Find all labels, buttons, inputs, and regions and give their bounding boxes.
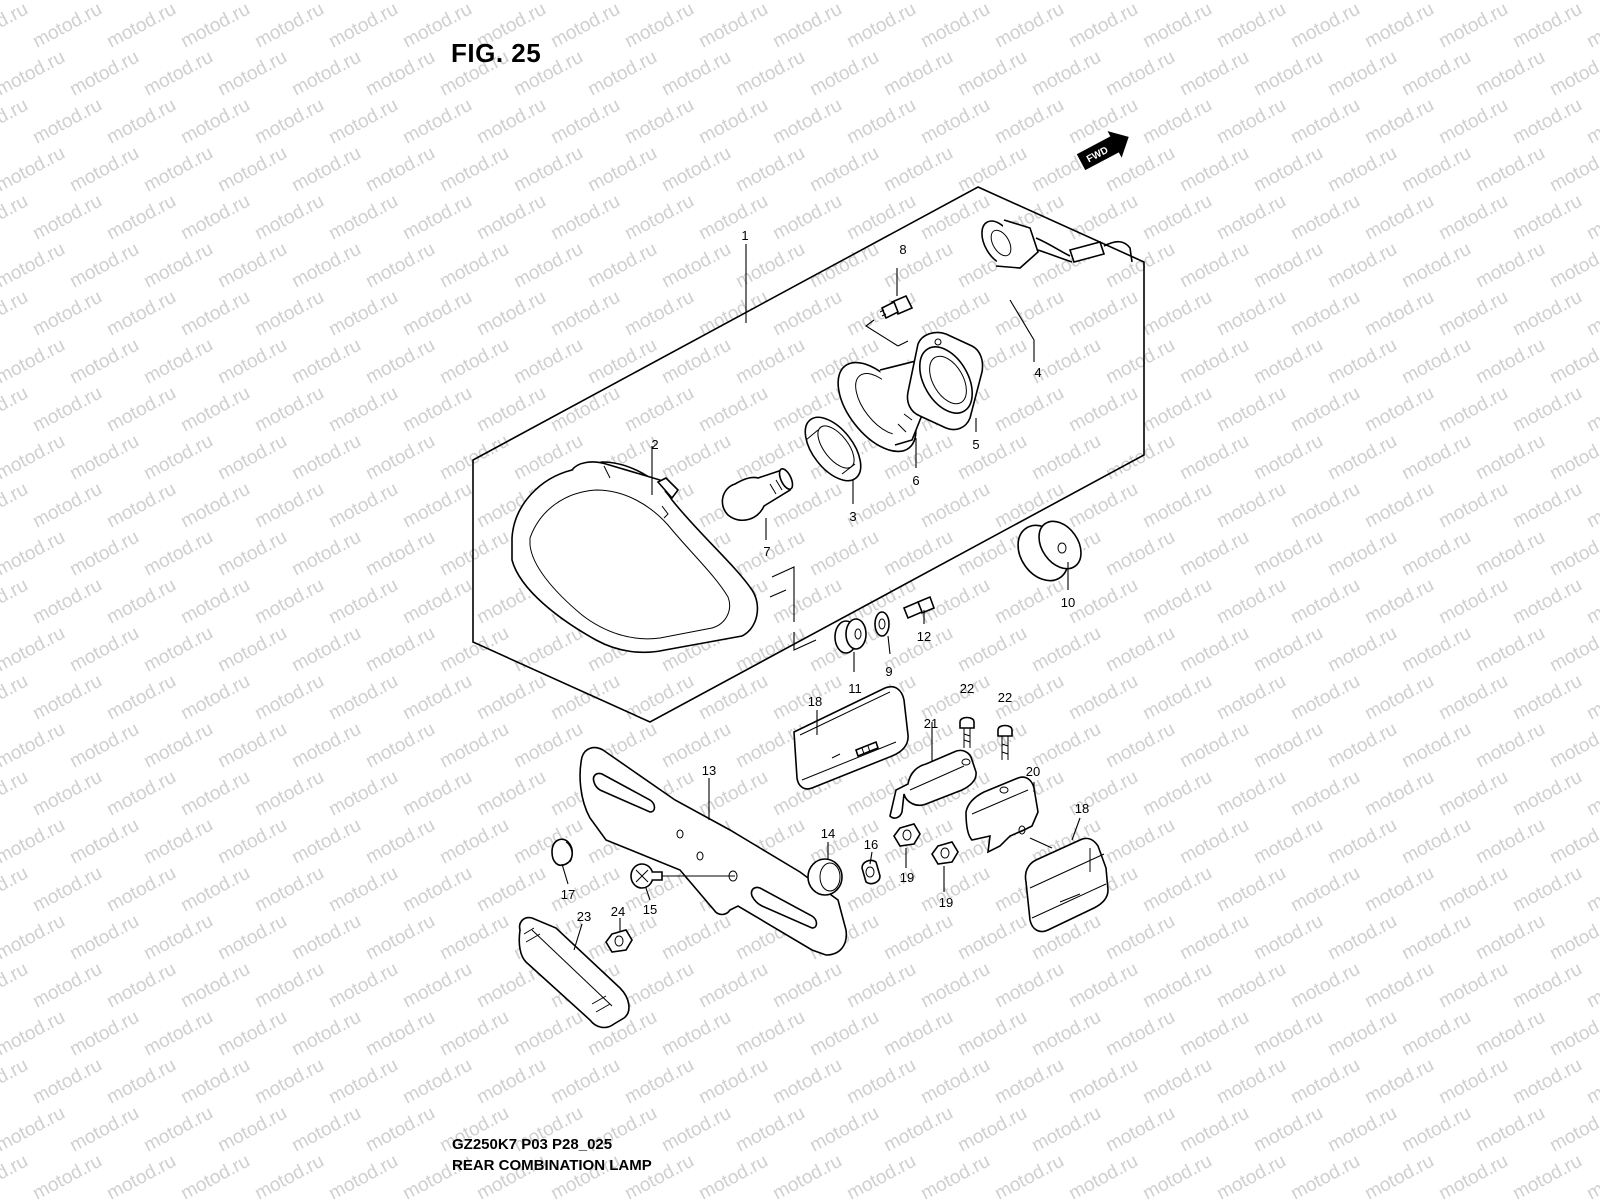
- callout-numbers: 1 2 3 4 5 6 7 8 9 10 11 12 13 14 15 16 1…: [561, 228, 1089, 924]
- callout-19-right: 19: [939, 895, 953, 910]
- leader-brackets: [769, 566, 817, 651]
- callout-5: 5: [972, 437, 979, 452]
- callout-22-left: 22: [960, 681, 974, 696]
- callout-24: 24: [611, 904, 625, 919]
- nut-19-right: [931, 841, 959, 865]
- nut-24: [605, 929, 633, 953]
- clip-17: [551, 838, 574, 867]
- callout-2: 2: [651, 437, 658, 452]
- figure-title: FIG. 25: [451, 38, 542, 68]
- bolt-12: [902, 595, 936, 620]
- callout-leaders: [561, 244, 1081, 951]
- callout-23: 23: [577, 909, 591, 924]
- callout-11: 11: [848, 681, 862, 696]
- callout-12: 12: [917, 629, 931, 644]
- callout-19-left: 19: [900, 870, 914, 885]
- callout-3: 3: [849, 509, 856, 524]
- callout-18-right: 18: [1075, 801, 1089, 816]
- screw-22-right: [997, 724, 1013, 760]
- figure-name: REAR COMBINATION LAMP: [452, 1157, 652, 1174]
- forward-arrow-icon: FWD: [1076, 131, 1129, 171]
- callout-21: 21: [924, 716, 938, 731]
- callout-16: 16: [864, 837, 878, 852]
- screw-22-left: [959, 716, 975, 748]
- callout-14: 14: [821, 826, 835, 841]
- figure-code: GZ250K7 P03 P28_025: [452, 1136, 613, 1153]
- callout-17: 17: [561, 887, 575, 902]
- callout-8: 8: [899, 242, 906, 257]
- damper-11: [834, 618, 867, 654]
- figure-footer: GZ250K7 P03 P28_025 REAR COMBINATION LAM…: [452, 1134, 652, 1176]
- callout-22-right: 22: [998, 690, 1012, 705]
- callout-13: 13: [702, 763, 716, 778]
- bracket-21: [889, 749, 977, 819]
- assembly-box-outline: [472, 186, 1145, 723]
- socket-gasket: [804, 416, 862, 482]
- cap-14: [807, 858, 843, 896]
- nut-16: [861, 859, 881, 885]
- callout-1: 1: [741, 228, 748, 243]
- screw-8: [865, 294, 914, 347]
- reflector-left: [793, 685, 909, 790]
- callout-4: 4: [1034, 365, 1041, 380]
- grommet-10: [1017, 520, 1082, 582]
- tail-lamp-housing: [511, 461, 759, 654]
- washer-9: [874, 611, 890, 637]
- mounting-plate: [906, 331, 984, 431]
- bracket-20: [965, 776, 1053, 854]
- callout-20: 20: [1026, 764, 1040, 779]
- callout-9: 9: [885, 664, 892, 679]
- bolt-15: [630, 863, 663, 889]
- bulb-socket-with-wire: [981, 219, 1133, 269]
- callout-10: 10: [1061, 595, 1075, 610]
- callout-7: 7: [763, 544, 770, 559]
- rear-reflector-23: [518, 916, 630, 1029]
- callout-6: 6: [912, 473, 919, 488]
- bulb: [721, 468, 794, 522]
- reflector-right: [1024, 837, 1109, 933]
- callout-18-left: 18: [808, 694, 822, 709]
- license-bracket-13: [579, 746, 848, 956]
- callout-15: 15: [643, 902, 657, 917]
- nut-19-left: [893, 823, 921, 847]
